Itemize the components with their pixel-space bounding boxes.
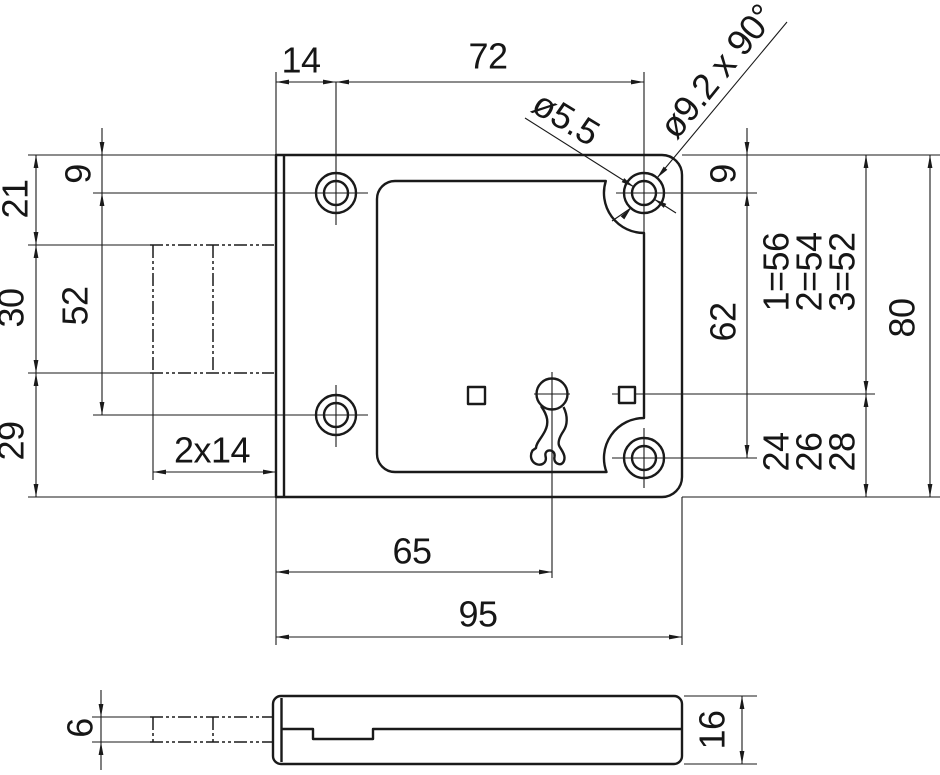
- dim-label-21: 21: [0, 179, 36, 218]
- dim-label-26: 26: [789, 432, 830, 471]
- dim-label-variant-1: 1=56: [756, 232, 797, 311]
- square-hole-left: [466, 385, 487, 406]
- step-profile-line: [281, 727, 681, 741]
- side-view: [271, 694, 684, 766]
- dim-label-62: 62: [703, 302, 744, 341]
- keyhole: [529, 377, 569, 466]
- mounting-hole-top-left: [314, 171, 358, 215]
- case-outline: [271, 694, 684, 766]
- dim-label-28: 28: [822, 432, 863, 471]
- square-hole-right: [617, 385, 637, 405]
- dim-label-30: 30: [0, 288, 32, 327]
- cover-plate-outline: [375, 179, 646, 474]
- bolt-phantom-lines: [150, 244, 274, 743]
- dim-label-29: 29: [0, 421, 32, 460]
- dim-label-95: 95: [458, 594, 497, 635]
- plate-outline: [274, 153, 684, 499]
- dim-label-16: 16: [692, 710, 733, 749]
- dim-label-72: 72: [468, 36, 507, 77]
- dim-label-dia-5-5: ø5.5: [525, 82, 606, 153]
- dim-label-9-left: 9: [58, 164, 99, 184]
- dim-label-variant-2: 2=54: [789, 232, 830, 311]
- dim-label-variant-3: 3=52: [822, 232, 863, 311]
- dim-label-dia-9-2: ø9.2 x 90°: [651, 0, 783, 146]
- front-view: [274, 153, 684, 499]
- dim-label-52: 52: [55, 286, 96, 325]
- dimension-arrowheads: [33, 79, 933, 764]
- dim-label-24: 24: [756, 432, 797, 471]
- dim-label-2x14: 2x14: [174, 430, 250, 471]
- dim-label-65: 65: [392, 531, 431, 572]
- mounting-hole-bottom-right: [622, 436, 666, 480]
- dim-label-6: 6: [60, 718, 101, 738]
- keyhole-stem: [529, 405, 568, 466]
- dim-label-14: 14: [281, 40, 320, 81]
- dim-label-9-right: 9: [703, 164, 744, 184]
- bolt-extended-outline: [150, 244, 274, 743]
- extension-lines: [28, 21, 940, 770]
- dimension-and-center-lines: [28, 21, 940, 770]
- mounting-hole-bottom-left: [314, 393, 358, 437]
- mounting-hole-top-right: [622, 171, 666, 215]
- dim-label-80: 80: [882, 298, 923, 337]
